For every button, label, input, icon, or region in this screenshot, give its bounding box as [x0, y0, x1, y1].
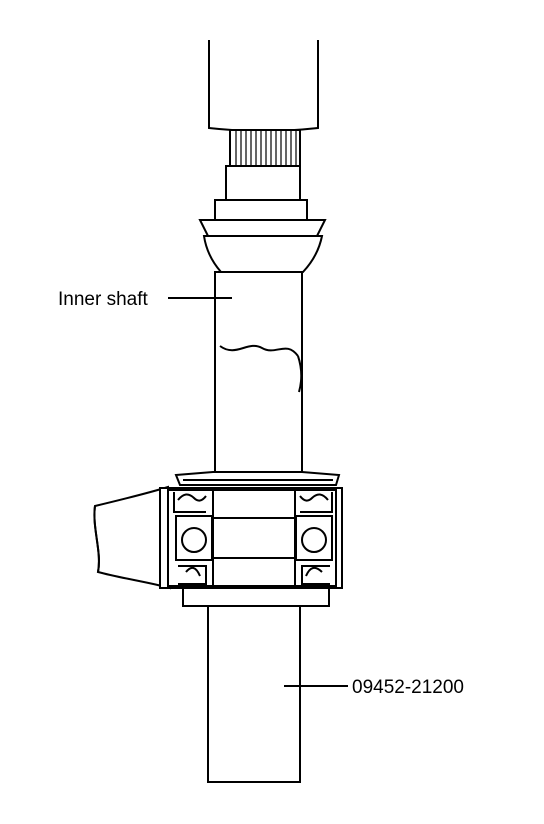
spline-teeth — [235, 131, 297, 165]
inner-shaft — [214, 271, 303, 473]
tool-number-label: 09452-21200 — [352, 677, 464, 698]
tool-base-ring — [182, 587, 330, 607]
left-bearing — [173, 492, 213, 585]
special-tool-body — [207, 605, 301, 783]
side-arm — [93, 485, 172, 590]
break-line — [219, 345, 299, 357]
left-bearing-ball — [181, 527, 207, 553]
right-bearing — [295, 492, 333, 585]
inner-shaft-label: Inner shaft — [58, 289, 148, 310]
upper-housing — [208, 40, 319, 132]
right-bearing-ball — [301, 527, 327, 553]
inner-race — [212, 489, 296, 587]
shaft-neck — [225, 165, 301, 201]
spline-section — [229, 129, 301, 167]
bearing-flange — [174, 471, 341, 486]
shaft-collar — [198, 199, 327, 273]
